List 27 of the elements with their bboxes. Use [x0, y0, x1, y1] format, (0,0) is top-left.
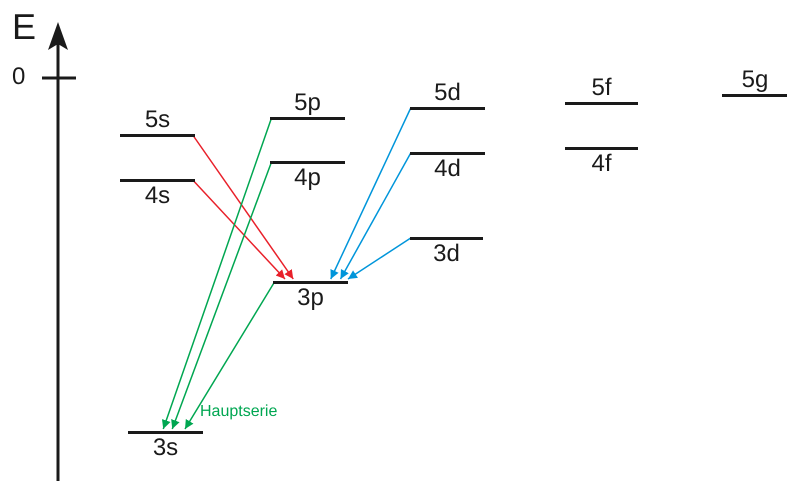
energy-level	[273, 280, 348, 310]
transition-arrow	[184, 282, 276, 430]
axis-label: E	[12, 8, 36, 46]
level-label: 4f	[591, 150, 612, 176]
level-label: 3s	[152, 434, 178, 460]
transition-arrow	[192, 179, 286, 280]
energy-level	[410, 80, 485, 110]
series-label: Hauptserie	[200, 403, 278, 421]
level-label: 5d	[434, 80, 461, 106]
transition-arrow	[162, 118, 272, 430]
level-label: 3d	[433, 240, 460, 266]
energy-level	[565, 74, 638, 104]
level-label: 5p	[294, 90, 321, 116]
level-label: 5f	[591, 74, 612, 100]
transition-arrow	[192, 134, 294, 280]
transition-arrow	[348, 237, 412, 280]
level-label: 4d	[434, 156, 461, 182]
axis-tick-label: 0	[12, 64, 26, 90]
transition-arrow	[330, 108, 412, 280]
transition-arrow	[171, 162, 272, 430]
energy-level	[270, 160, 345, 190]
level-label: 4p	[294, 164, 321, 190]
level-label: 4s	[144, 182, 170, 208]
level-label: 5s	[144, 106, 170, 132]
level-label: 5g	[742, 66, 768, 92]
level-label: 3p	[297, 284, 324, 310]
transition-arrow	[340, 152, 412, 280]
